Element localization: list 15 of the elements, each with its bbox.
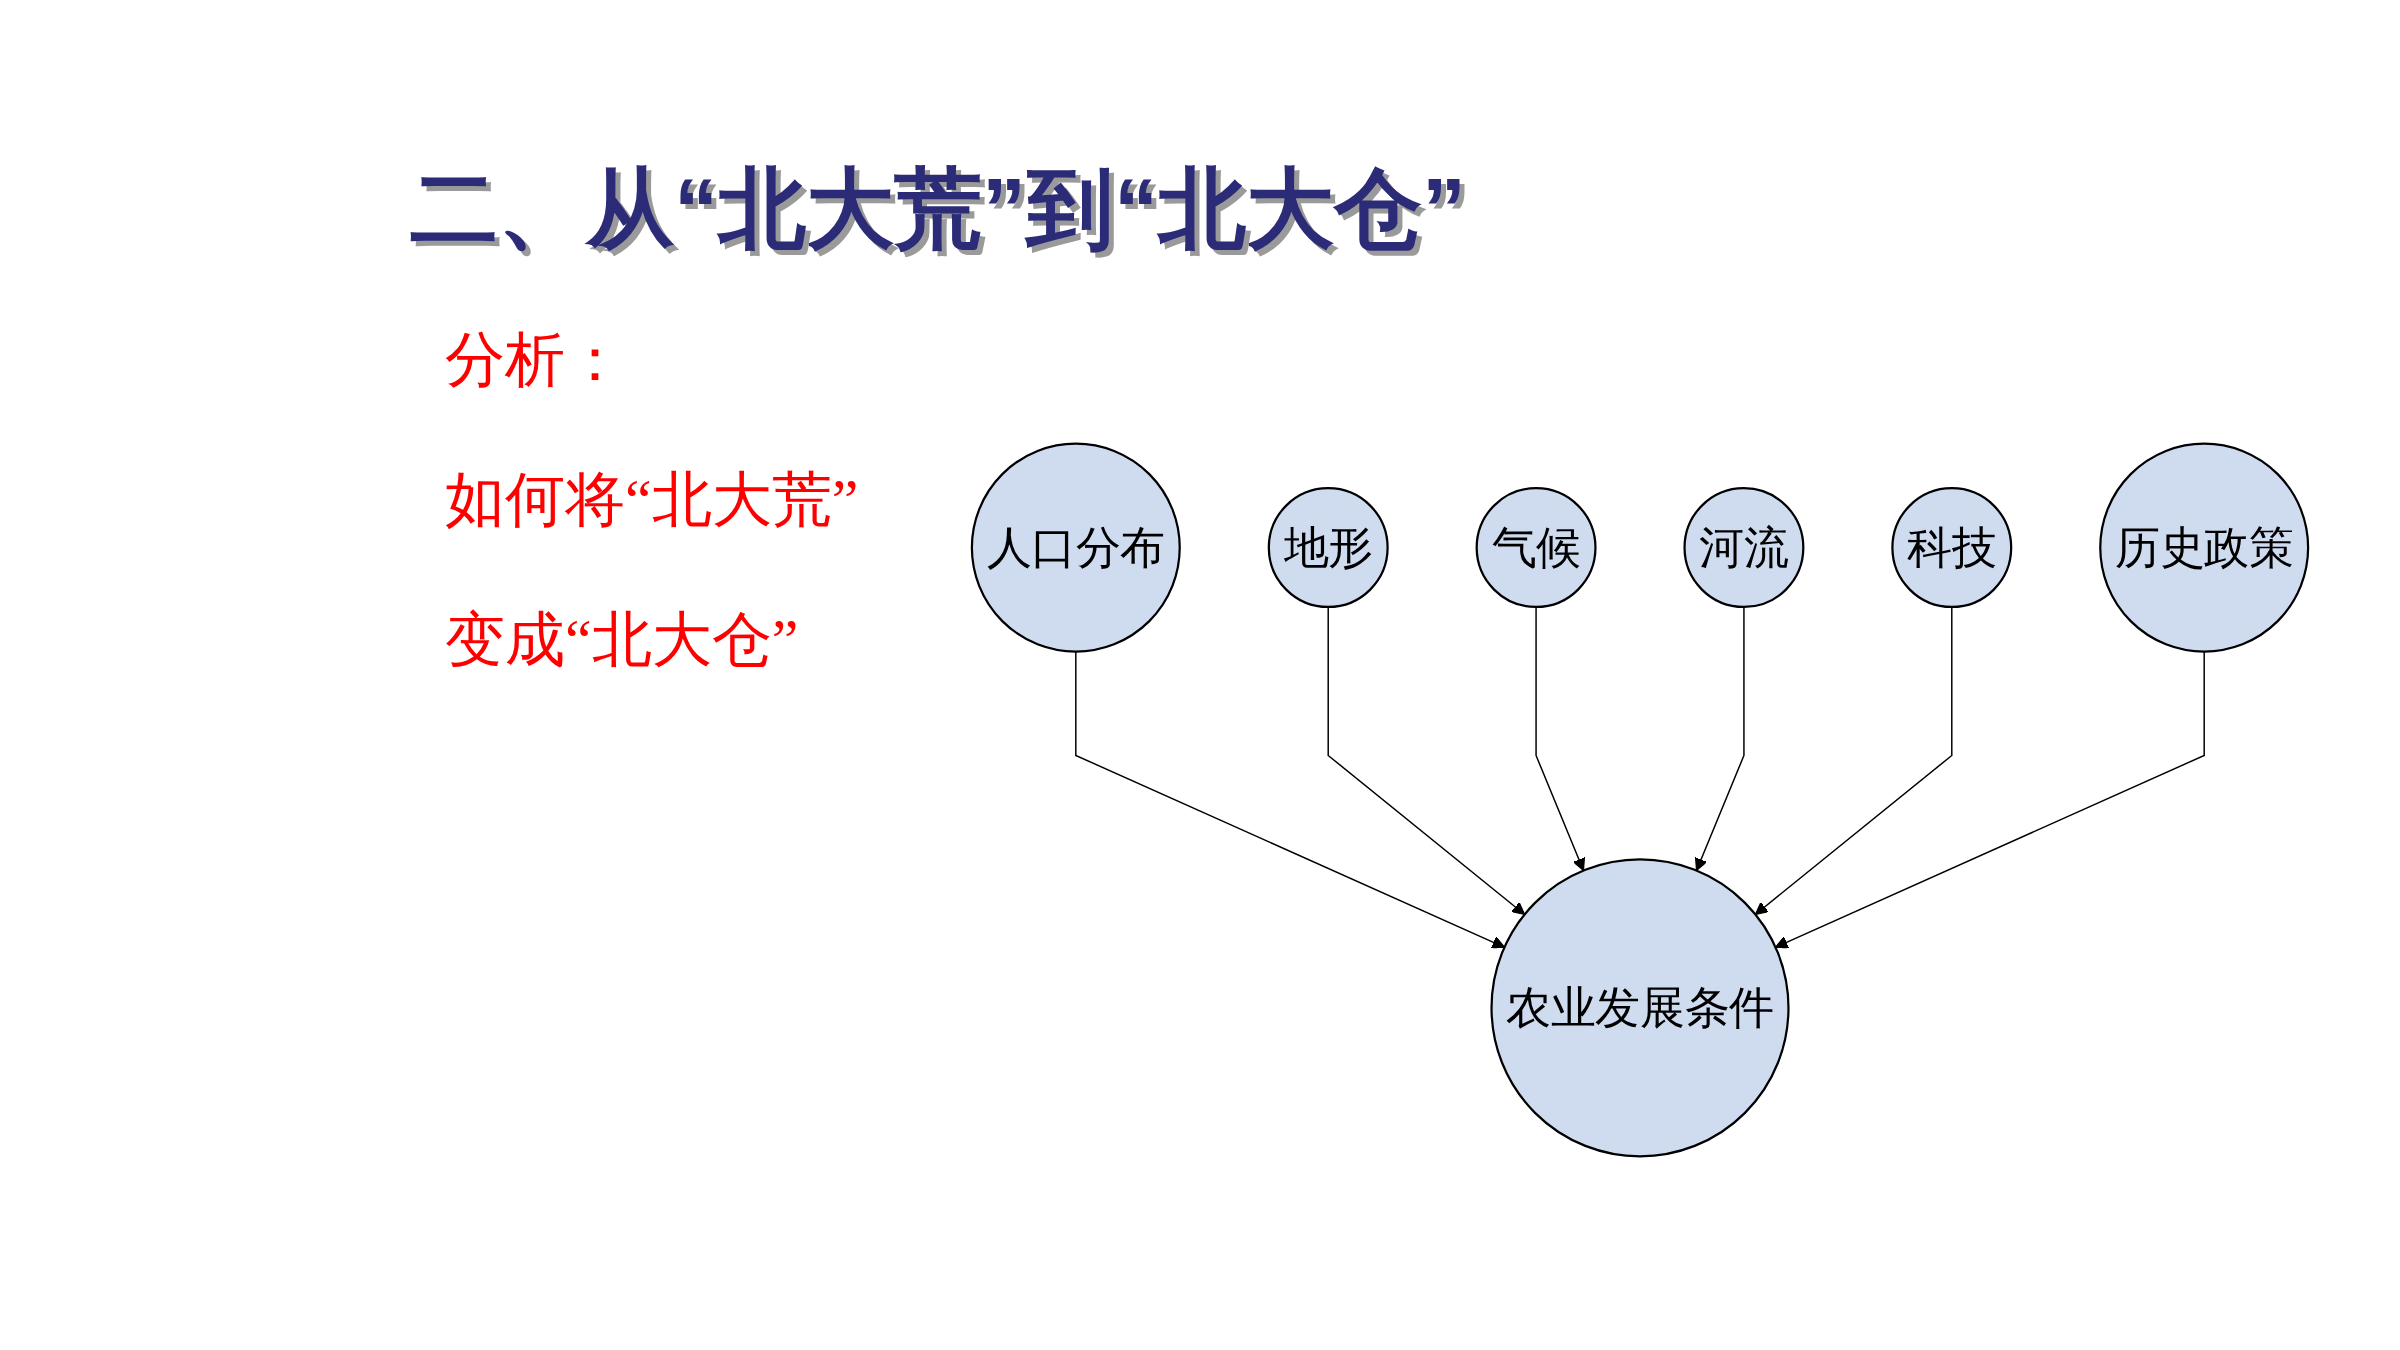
node-circle: 河流 — [1683, 487, 1805, 609]
arrow — [1535, 606, 1586, 872]
arrow — [1754, 606, 1953, 916]
node-circle: 农业发展条件 — [1490, 858, 1790, 1158]
node-circle: 历史政策 — [2099, 442, 2310, 653]
node-circle: 气候 — [1475, 487, 1597, 609]
slide-title: 二、从“北大荒”到“北大仓” — [410, 158, 1466, 260]
node-circle: 科技 — [1891, 487, 2013, 609]
node-circle: 人口分布 — [970, 442, 1181, 653]
note-text: 变成“北大仓” — [445, 606, 799, 675]
note-text: 如何将“北大荒” — [445, 466, 859, 535]
arrow — [1694, 606, 1745, 872]
node-circle: 地形 — [1267, 487, 1389, 609]
note-text: 分析： — [445, 326, 625, 395]
arrow — [1327, 606, 1526, 916]
